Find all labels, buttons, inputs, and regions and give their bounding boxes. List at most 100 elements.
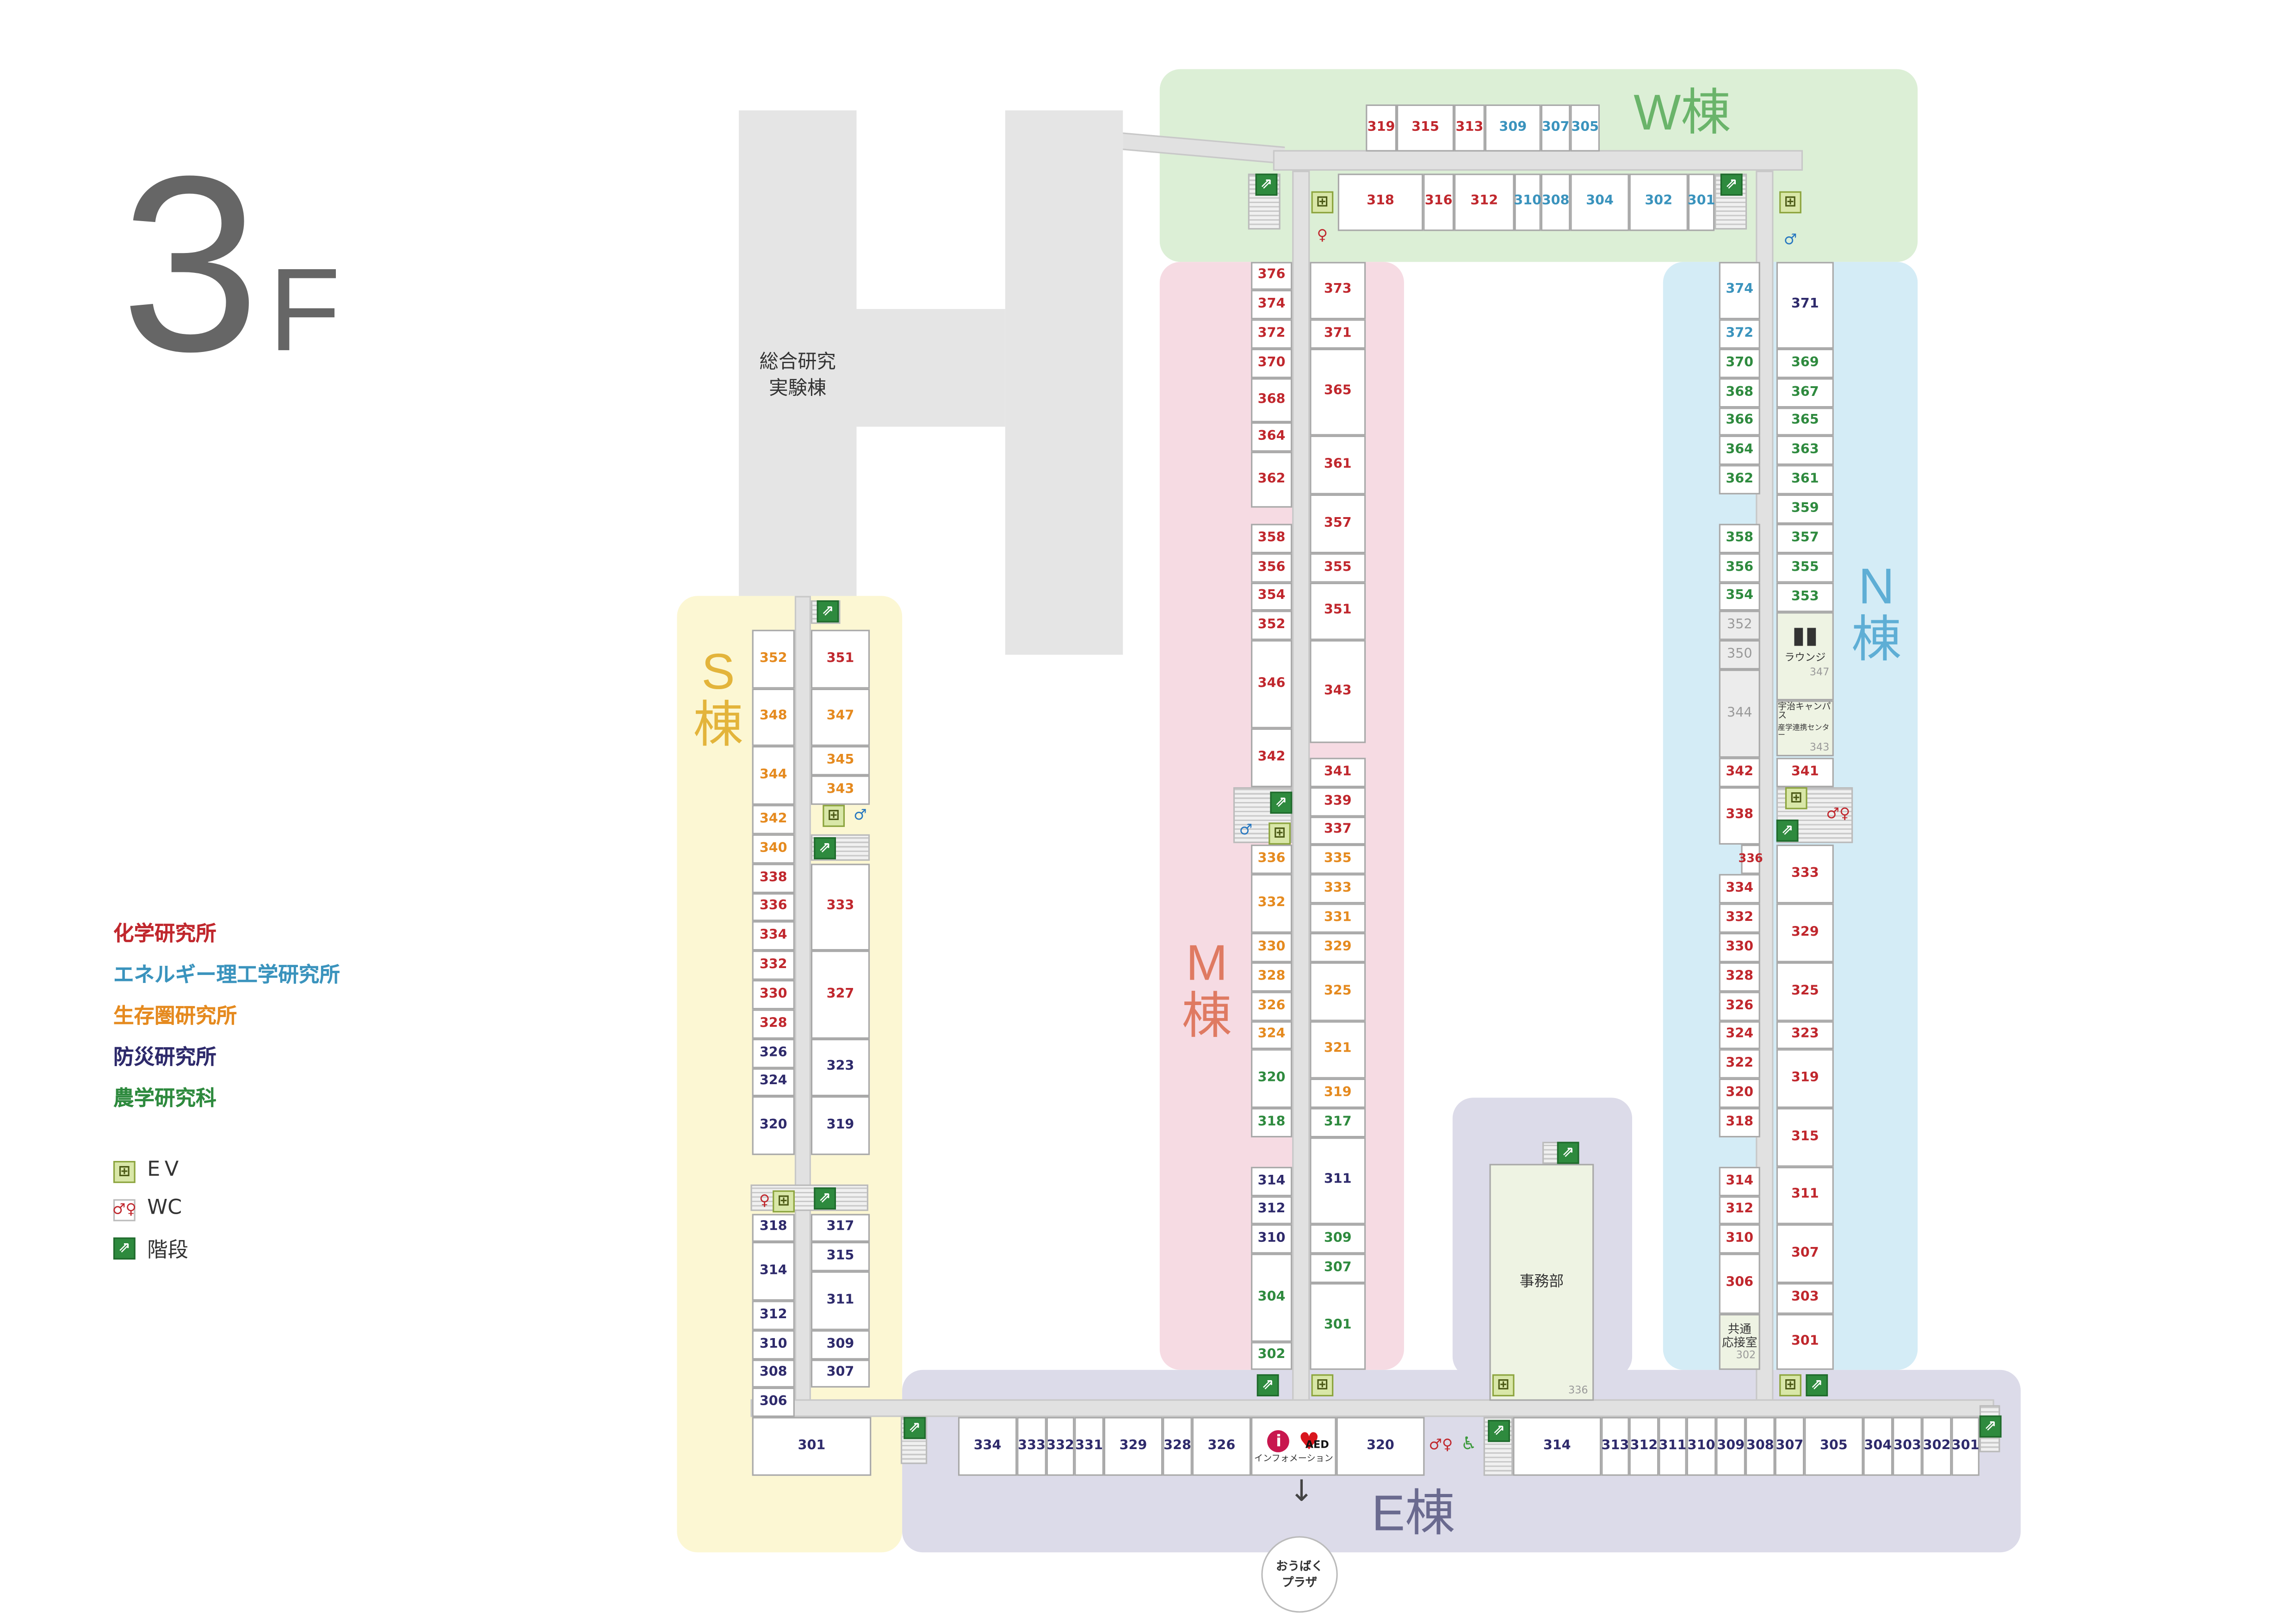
room-320[interactable]: 320 (752, 1096, 795, 1155)
room-314[interactable]: 314 (752, 1241, 795, 1301)
room-321[interactable]: 321 (1310, 1021, 1366, 1079)
room-319[interactable]: 319 (1776, 1049, 1834, 1108)
room-372[interactable]: 372 (1251, 319, 1293, 349)
room-356[interactable]: 356 (1251, 553, 1293, 583)
room-347[interactable]: 347 (811, 688, 870, 746)
room-364[interactable]: 364 (1719, 435, 1760, 465)
room-342[interactable]: 342 (1251, 728, 1293, 787)
elevator-icon[interactable]: ⊞ (1311, 191, 1334, 214)
room-328[interactable]: 328 (1719, 962, 1760, 992)
room-324[interactable]: 324 (752, 1068, 795, 1097)
room-335[interactable]: 335 (1310, 845, 1366, 874)
room-311[interactable]: 311 (1659, 1417, 1687, 1476)
room-305[interactable]: 305 (1804, 1417, 1863, 1476)
room-334[interactable]: 334 (958, 1417, 1017, 1476)
room-301[interactable]: 301 (1776, 1314, 1834, 1370)
stairs-icon[interactable]: ⇗ (817, 600, 839, 623)
room-307[interactable]: 307 (1310, 1253, 1366, 1284)
room-370[interactable]: 370 (1251, 348, 1293, 378)
room-302[interactable]: 302 (1629, 173, 1688, 231)
room-315[interactable]: 315 (1397, 104, 1454, 152)
elevator-icon[interactable]: ⊞ (823, 805, 845, 827)
room-354[interactable]: 354 (1251, 582, 1293, 611)
room-371[interactable]: 371 (1776, 262, 1834, 349)
room-329[interactable]: 329 (1103, 1417, 1163, 1476)
room-325[interactable]: 325 (1776, 962, 1834, 1021)
room-336[interactable]: 336 (1739, 845, 1763, 874)
room-320[interactable]: 320 (1251, 1049, 1293, 1108)
room-361[interactable]: 361 (1776, 465, 1834, 494)
room-320[interactable]: 320 (1336, 1417, 1425, 1476)
stairs-icon[interactable]: ⇗ (814, 837, 836, 859)
elevator-icon[interactable]: ⊞ (1311, 1374, 1334, 1397)
room-307[interactable]: 307 (1776, 1224, 1834, 1284)
room-329[interactable]: 329 (1310, 932, 1366, 963)
room-304[interactable]: 304 (1863, 1417, 1893, 1476)
room-372[interactable]: 372 (1719, 319, 1760, 349)
stairs-icon[interactable]: ⇗ (1488, 1419, 1510, 1442)
room-353[interactable]: 353 (1776, 582, 1834, 612)
room-368[interactable]: 368 (1251, 378, 1293, 423)
room-308[interactable]: 308 (1541, 173, 1571, 231)
room-367[interactable]: 367 (1776, 378, 1834, 408)
room-366[interactable]: 366 (1719, 407, 1760, 436)
stairs-icon[interactable]: ⇗ (1806, 1374, 1828, 1397)
room-328[interactable]: 328 (752, 1009, 795, 1039)
room-312[interactable]: 312 (1454, 173, 1515, 231)
room-315[interactable]: 315 (1776, 1108, 1834, 1167)
stairs-icon[interactable]: ⇗ (1979, 1415, 2002, 1438)
room-309[interactable]: 309 (811, 1330, 870, 1360)
room-323[interactable]: 323 (811, 1038, 870, 1097)
lounge[interactable]: ▮▮ ラウンジ 347 (1776, 612, 1834, 701)
room-314[interactable]: 314 (1251, 1166, 1293, 1197)
room-338[interactable]: 338 (752, 864, 795, 894)
stairs-icon[interactable]: ⇗ (904, 1417, 926, 1439)
room-305[interactable]: 305 (1570, 104, 1600, 152)
room-303[interactable]: 303 (1893, 1417, 1922, 1476)
elevator-icon[interactable]: ⊞ (1269, 822, 1291, 845)
room-336[interactable]: 336 (752, 893, 795, 921)
room-342[interactable]: 342 (1719, 758, 1760, 787)
room-312[interactable]: 312 (1251, 1196, 1293, 1224)
room-308[interactable]: 308 (1745, 1417, 1775, 1476)
room-307[interactable]: 307 (811, 1359, 870, 1388)
room-312[interactable]: 312 (752, 1301, 795, 1330)
room-324[interactable]: 324 (1251, 1021, 1293, 1049)
room-336[interactable]: 336 (1251, 845, 1293, 874)
stairs-icon[interactable]: ⇗ (1557, 1142, 1579, 1164)
room-319[interactable]: 319 (811, 1096, 870, 1155)
room-341[interactable]: 341 (1776, 758, 1834, 787)
room-319[interactable]: 319 (1366, 104, 1397, 152)
wc-male-icon[interactable]: ♂ (1783, 232, 1797, 248)
room-339[interactable]: 339 (1310, 787, 1366, 817)
room-323[interactable]: 323 (1776, 1021, 1834, 1049)
wc-female-icon[interactable]: ♀ (1317, 227, 1328, 244)
room-356[interactable]: 356 (1719, 553, 1760, 583)
room-310[interactable]: 310 (1719, 1224, 1760, 1254)
room-314[interactable]: 314 (1513, 1417, 1602, 1476)
room-311[interactable]: 311 (1776, 1166, 1834, 1224)
stairs-icon[interactable]: ⇗ (1256, 1374, 1279, 1397)
room-368[interactable]: 368 (1719, 378, 1760, 408)
room-334[interactable]: 334 (752, 921, 795, 951)
room-352[interactable]: 352 (1719, 611, 1760, 640)
room-332[interactable]: 332 (1251, 874, 1293, 933)
room-301[interactable]: 301 (1310, 1283, 1366, 1370)
room-313[interactable]: 313 (1454, 104, 1485, 152)
info-center[interactable]: i ♥ インフォメーション (1251, 1417, 1337, 1476)
room-342[interactable]: 342 (752, 805, 795, 834)
room-315[interactable]: 315 (811, 1241, 870, 1271)
room-348[interactable]: 348 (752, 688, 795, 746)
room-322[interactable]: 322 (1719, 1049, 1760, 1079)
room-329[interactable]: 329 (1776, 903, 1834, 963)
room-312[interactable]: 312 (1719, 1196, 1760, 1224)
room-369[interactable]: 369 (1776, 348, 1834, 378)
room-316[interactable]: 316 (1423, 173, 1454, 231)
room-304[interactable]: 304 (1570, 173, 1629, 231)
room-344[interactable]: 344 (752, 746, 795, 805)
wc-female-icon[interactable]: ♀ (759, 1192, 770, 1209)
room-311[interactable]: 311 (1310, 1137, 1366, 1224)
room-364[interactable]: 364 (1251, 422, 1293, 452)
elevator-icon[interactable]: ⊞ (1779, 1374, 1801, 1397)
room-306[interactable]: 306 (752, 1387, 795, 1417)
